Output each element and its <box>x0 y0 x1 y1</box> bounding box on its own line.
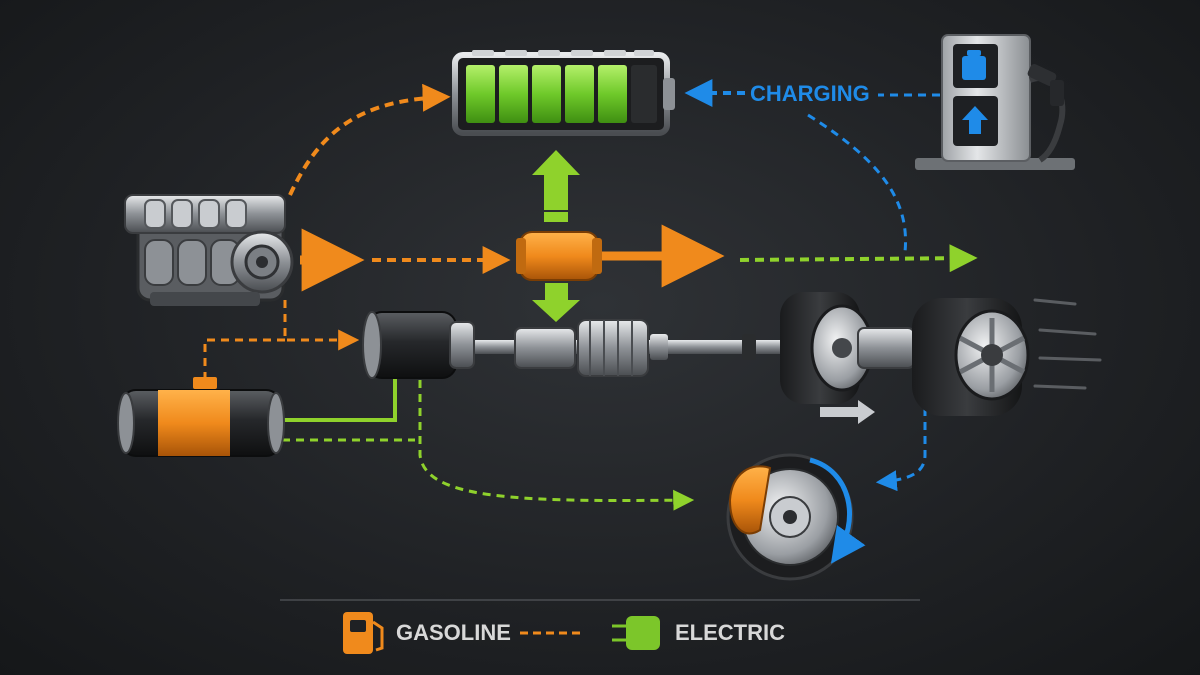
station-fuel-icon <box>962 50 986 80</box>
split-to-shaft-electric-arrow <box>532 283 580 322</box>
rear-axle-wheels <box>780 292 1102 424</box>
engine-to-motor-gasoline-flow <box>283 300 360 351</box>
charging-nozzle <box>1027 64 1064 106</box>
legend: GASOLINE ELECTRIC <box>343 612 785 654</box>
battery-pack <box>452 50 675 136</box>
combined-output-electric-flow <box>739 244 978 273</box>
electric-motor <box>362 311 475 379</box>
combustion-engine <box>124 194 294 306</box>
fuel-tank-gasoline-line <box>203 338 285 382</box>
battery-split-bidirectional-arrow <box>532 150 580 222</box>
motion-arrow <box>820 400 875 424</box>
engine-to-battery-gasoline-flow <box>288 83 451 196</box>
plug-icon <box>612 616 660 650</box>
charging-label: CHARGING <box>750 81 870 106</box>
wheel-to-brake-regen-flow <box>875 408 927 492</box>
brake-disc <box>726 453 866 581</box>
legend-electric-label: ELECTRIC <box>675 620 785 645</box>
battery-cells <box>466 65 657 123</box>
tank-to-motor-electric-line <box>282 378 397 422</box>
charging-station <box>915 34 1075 170</box>
legend-gasoline-label: GASOLINE <box>396 620 511 645</box>
power-split-device <box>516 231 602 281</box>
fuel-pump-icon <box>343 612 384 654</box>
battery-to-axle-charging-flow <box>807 113 908 253</box>
regen-rotation-arrow <box>809 457 866 564</box>
fuel-tank <box>117 377 285 457</box>
brake-caliper <box>728 465 772 535</box>
station-arrow-up-icon <box>962 106 988 134</box>
motion-lines <box>1033 298 1102 390</box>
motor-to-brake-electric-flow <box>418 380 695 511</box>
